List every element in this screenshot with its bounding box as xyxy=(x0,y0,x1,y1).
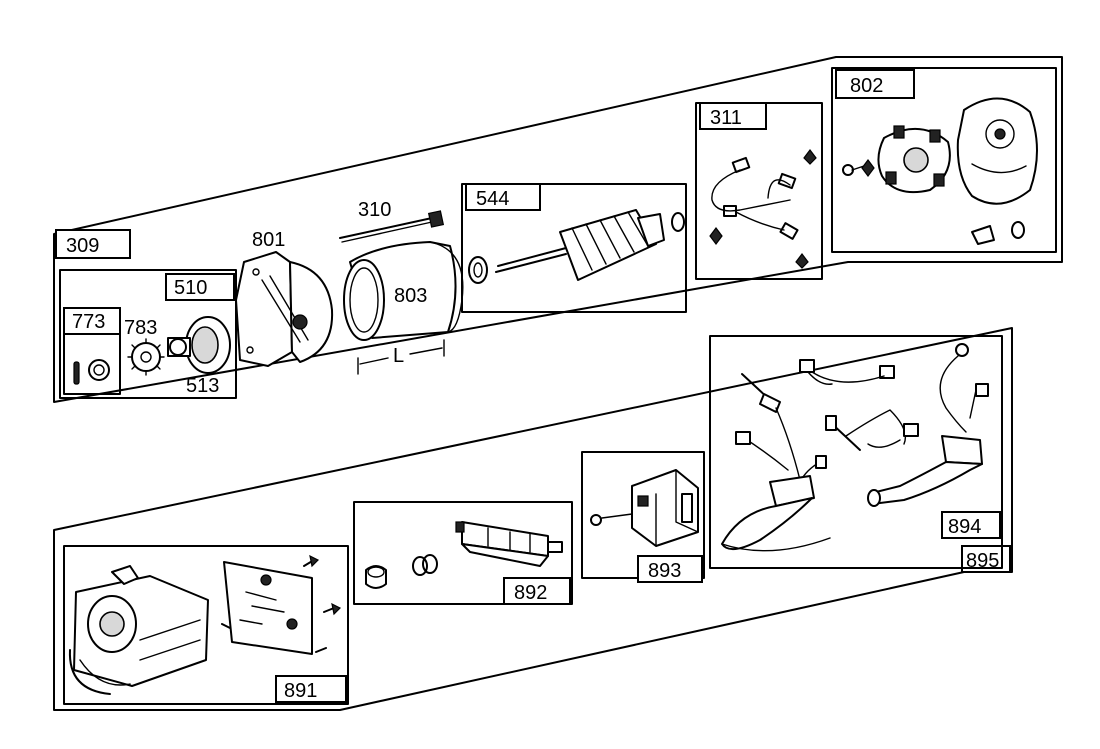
solenoid-housing-drawing xyxy=(68,554,342,695)
subgroup-891: 891 xyxy=(63,545,349,705)
dimension-label-L: L xyxy=(393,345,404,367)
brush-set-drawing xyxy=(709,149,817,269)
pinion-gear-drawing xyxy=(127,338,165,376)
subgroup-773: 773 xyxy=(63,307,121,395)
part-label-513: 513 xyxy=(186,375,219,397)
part-label-311: 311 xyxy=(710,107,742,129)
subgroup-802: 802 xyxy=(831,67,1057,253)
motor-frame-drawing xyxy=(343,241,464,341)
part-label-894: 894 xyxy=(948,516,981,538)
wiring-harness-drawing xyxy=(721,343,989,552)
part-label-802: 802 xyxy=(850,75,883,97)
starter-drive-drawing xyxy=(167,316,231,374)
subgroup-893: 893 xyxy=(581,451,705,583)
part-label-803: 803 xyxy=(394,285,427,307)
drive-end-cap-drawing xyxy=(235,251,334,367)
part-label-891: 891 xyxy=(284,680,317,702)
switch-assembly-drawing xyxy=(365,521,563,589)
retainer-ring-drawing xyxy=(73,359,110,385)
subgroup-544: 544 xyxy=(461,183,687,313)
part-label-510: 510 xyxy=(174,277,207,299)
rectifier-drawing xyxy=(590,469,699,547)
subgroup-894: 894 xyxy=(709,335,1003,569)
part-label-892: 892 xyxy=(514,582,547,604)
length-dimension: L xyxy=(357,339,445,375)
upper-assembly-frame xyxy=(53,56,1063,403)
subgroup-510: 510 xyxy=(59,269,237,399)
through-bolt-drawing xyxy=(339,210,445,243)
part-label-310: 310 xyxy=(358,199,391,221)
end-cap-brush-plate-drawing xyxy=(842,97,1038,245)
subgroup-311: 311 xyxy=(695,102,823,280)
part-label-309: 309 xyxy=(66,235,99,257)
label-box-309: 309 xyxy=(55,229,131,259)
part-label-544: 544 xyxy=(476,188,509,210)
part-label-801: 801 xyxy=(252,229,285,251)
part-label-773: 773 xyxy=(72,311,105,333)
armature-drawing xyxy=(468,209,685,284)
part-label-783: 783 xyxy=(124,317,157,339)
part-label-895: 895 xyxy=(966,550,999,572)
part-label-893: 893 xyxy=(648,560,681,582)
subgroup-892: 892 xyxy=(353,501,573,605)
